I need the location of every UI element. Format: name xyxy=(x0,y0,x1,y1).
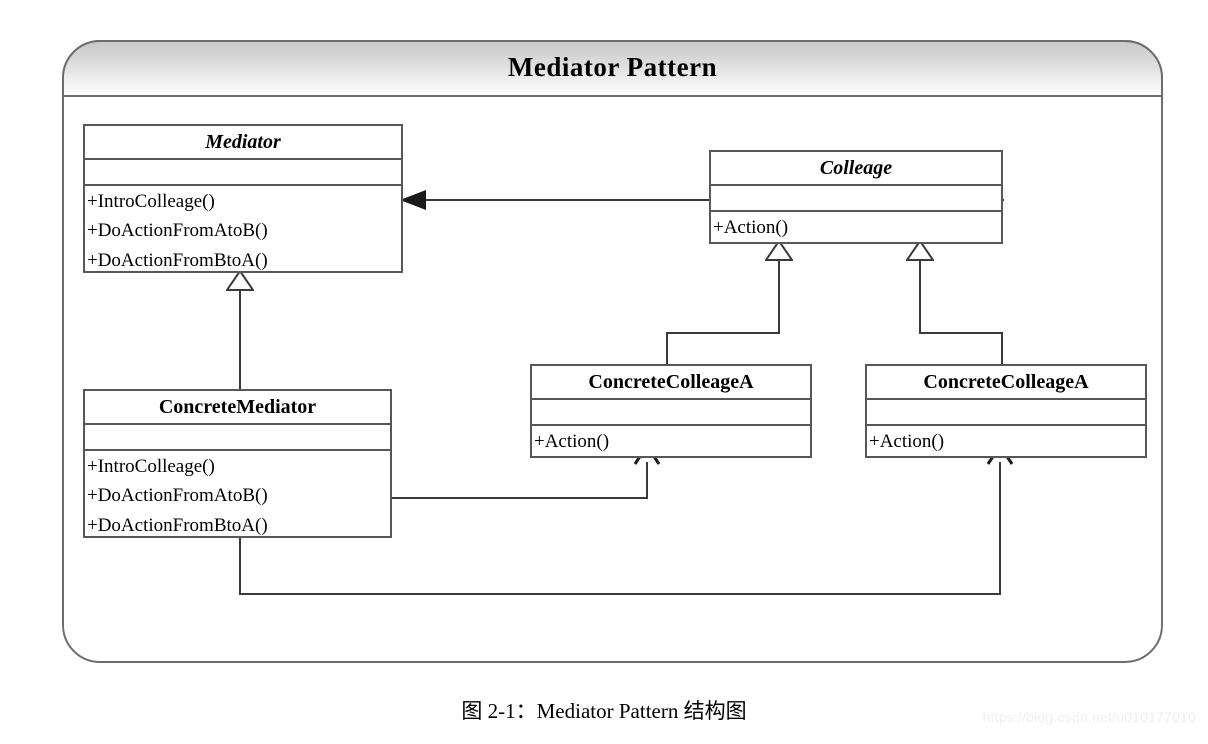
operation-item: +IntroColleage() xyxy=(87,191,215,212)
relation-concretemediator-to-mediator-line xyxy=(239,288,241,392)
class-operations-mediator: +IntroColleage() +DoActionFromAtoB() +Do… xyxy=(85,186,401,271)
watermark-url: https://blog.csdn.net/u010177010 xyxy=(982,709,1196,725)
relation-colleage-to-mediator-line xyxy=(403,199,1004,201)
relation-colleageB-to-colleage-hline xyxy=(919,332,1003,334)
operation-item: +Action() xyxy=(869,431,945,452)
arrowhead-solid-to-mediator xyxy=(400,190,426,210)
relation-mediator-to-colleageA-vline xyxy=(646,462,648,499)
class-box-concrete-colleage-a[interactable]: ConcreteColleageA +Action() xyxy=(530,364,812,458)
relation-mediator-to-colleageB-vline-down xyxy=(239,538,241,595)
relation-colleageA-to-colleage-vline2 xyxy=(666,332,668,366)
class-box-mediator[interactable]: Mediator +IntroColleage() +DoActionFromA… xyxy=(83,124,403,273)
arrowhead-hollow-triangle-to-mediator xyxy=(226,271,254,291)
class-operations-colleage: +Action() xyxy=(711,212,1001,242)
class-name-mediator: Mediator xyxy=(85,126,401,160)
class-box-colleage[interactable]: Colleage +Action() xyxy=(709,150,1003,244)
relation-mediator-to-colleageB-hline xyxy=(239,593,1001,595)
class-name-concrete-colleage-a: ConcreteColleageA xyxy=(532,366,810,400)
pattern-title: Mediator Pattern xyxy=(507,52,718,82)
relation-colleageB-to-colleage-vline2 xyxy=(1001,332,1003,366)
operation-item: +Action() xyxy=(534,431,610,452)
class-operations-concrete-colleage-a: +Action() xyxy=(532,426,810,456)
class-operations-concrete-mediator: +IntroColleage() +DoActionFromAtoB() +Do… xyxy=(85,451,390,536)
operation-item: +DoActionFromAtoB() xyxy=(87,220,268,242)
class-attributes-mediator xyxy=(85,160,401,186)
class-box-concrete-colleage-b[interactable]: ConcreteColleageA +Action() xyxy=(865,364,1147,458)
pattern-frame-header: Mediator Pattern xyxy=(62,40,1163,97)
class-name-concrete-colleage-b: ConcreteColleageA xyxy=(867,366,1145,400)
operation-item: +DoActionFromBtoA() xyxy=(87,249,268,271)
class-operations-concrete-colleage-b: +Action() xyxy=(867,426,1145,456)
class-box-concrete-mediator[interactable]: ConcreteMediator +IntroColleage() +DoAct… xyxy=(83,389,392,538)
operation-item: +IntroColleage() xyxy=(87,456,215,477)
class-attributes-concrete-mediator xyxy=(85,425,390,451)
arrowhead-hollow-triangle-to-colleage-left xyxy=(765,241,793,261)
class-attributes-concrete-colleage-a xyxy=(532,400,810,426)
operation-item: +Action() xyxy=(713,217,789,238)
relation-mediator-to-colleageB-vline-up xyxy=(999,462,1001,595)
figure-caption: 图 2-1：Mediator Pattern 结构图 xyxy=(461,699,747,723)
class-name-colleage: Colleage xyxy=(711,152,1001,186)
class-attributes-colleage xyxy=(711,186,1001,212)
arrowhead-hollow-triangle-to-colleage-right xyxy=(906,241,934,261)
relation-colleageA-to-colleage-vline xyxy=(778,258,780,334)
relation-mediator-to-colleageA-hline xyxy=(392,497,648,499)
relation-colleageA-to-colleage-hline xyxy=(666,332,780,334)
operation-item: +DoActionFromAtoB() xyxy=(87,485,268,507)
relation-colleageB-to-colleage-vline xyxy=(919,258,921,334)
operation-item: +DoActionFromBtoA() xyxy=(87,514,268,536)
class-name-concrete-mediator: ConcreteMediator xyxy=(85,391,390,425)
class-attributes-concrete-colleage-b xyxy=(867,400,1145,426)
